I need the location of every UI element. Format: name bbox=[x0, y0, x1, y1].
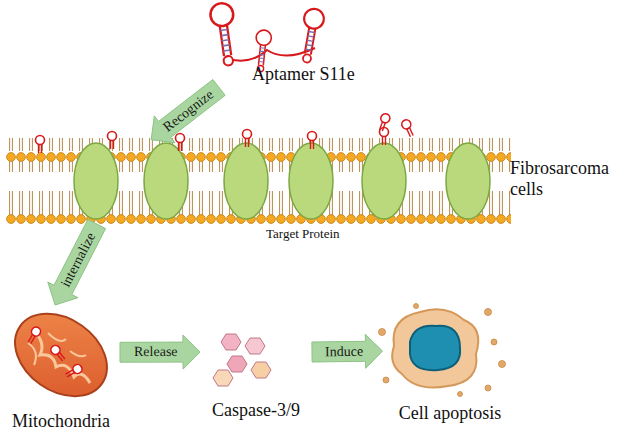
node-label: Mitochondria bbox=[2, 411, 120, 432]
node-label: Cell apoptosis bbox=[375, 403, 525, 424]
node-label: Fibrosarcoma cells bbox=[510, 158, 610, 199]
node-label: Aptamer S11e bbox=[252, 64, 388, 85]
aptamer-illustration bbox=[205, 0, 335, 70]
block-arrow bbox=[48, 219, 106, 305]
cell-membrane bbox=[6, 118, 511, 226]
node-label: Caspase-3/9 bbox=[200, 400, 312, 421]
block-arrow bbox=[151, 80, 225, 143]
aptamer-node: Aptamer S11e bbox=[200, 0, 390, 92]
mitochondria-node: Mitochondria bbox=[2, 305, 120, 440]
membrane-node: Fibrosarcoma cells bbox=[6, 138, 611, 224]
block-arrow bbox=[120, 335, 200, 369]
arrow-label: Release bbox=[134, 345, 178, 359]
block-arrow bbox=[312, 334, 383, 368]
apoptotic-cell bbox=[376, 302, 526, 398]
arrow-label: Recognize bbox=[161, 87, 216, 134]
caspase-node: Caspase-3/9 bbox=[200, 328, 312, 428]
apoptosis-node: Cell apoptosis bbox=[375, 305, 525, 433]
arrow-label: Induce bbox=[325, 344, 363, 358]
caspase-hexagons bbox=[212, 332, 282, 390]
mitochondria-illustration bbox=[6, 303, 116, 405]
part-label: Target Protein bbox=[266, 226, 340, 242]
